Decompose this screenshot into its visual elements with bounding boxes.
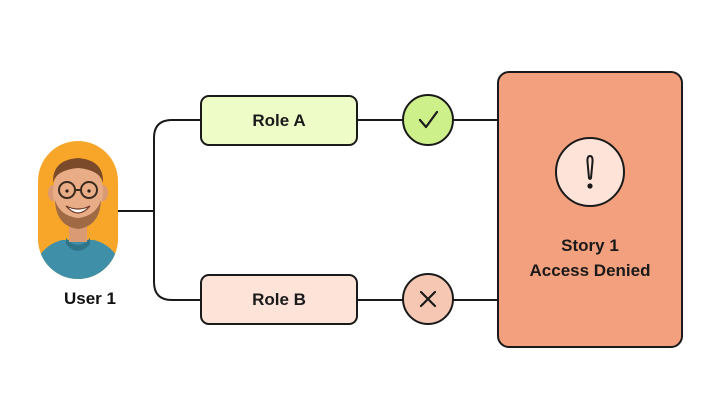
check-icon — [402, 94, 454, 146]
role-b-box[interactable]: Role B — [200, 274, 358, 325]
story-card[interactable] — [497, 71, 683, 348]
cross-icon — [402, 273, 454, 325]
story-title: Story 1 — [561, 236, 619, 255]
story-subtitle: Access Denied — [529, 261, 651, 280]
exclamation-icon — [555, 137, 625, 207]
role-a-label: Role A — [252, 110, 306, 130]
role-a-box[interactable]: Role A — [200, 95, 358, 146]
user-avatar — [38, 141, 118, 279]
user-label: User 1 — [64, 289, 116, 308]
role-b-label: Role B — [252, 289, 306, 309]
